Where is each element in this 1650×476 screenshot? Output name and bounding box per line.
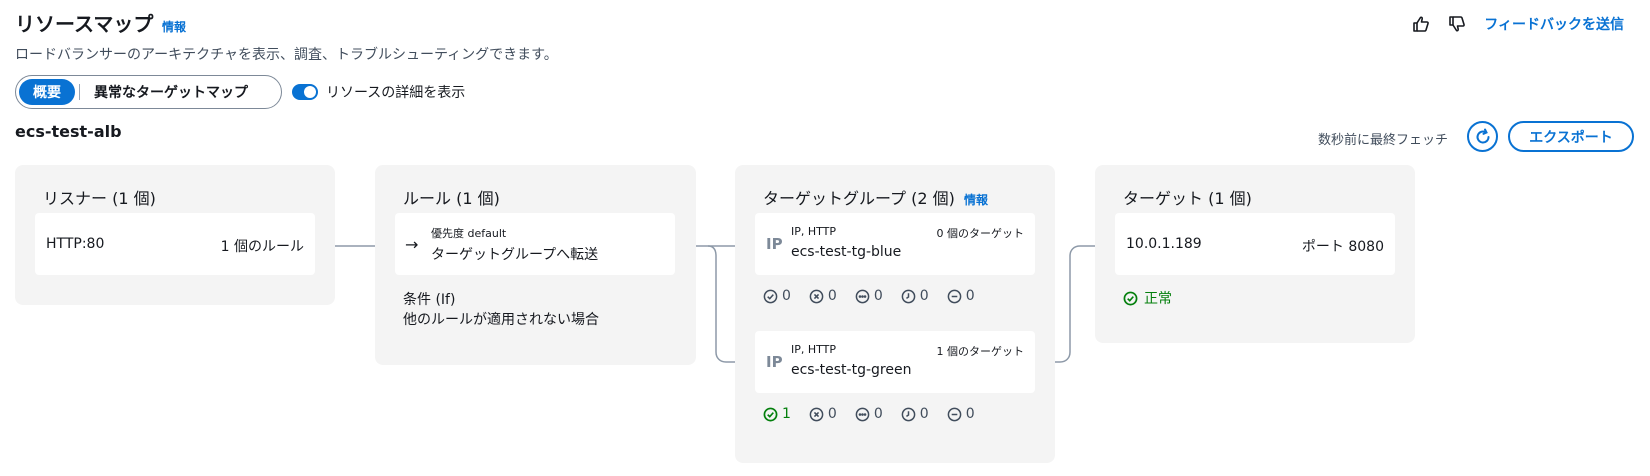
- other-count: 0: [855, 406, 883, 422]
- unhealthy-count: 0: [809, 406, 837, 422]
- refresh-icon: [1476, 128, 1489, 143]
- pending-count: 0: [901, 288, 929, 304]
- ip-icon: IP: [766, 353, 783, 371]
- unused-count: 0: [947, 406, 975, 422]
- check-circle-icon: [763, 407, 778, 421]
- clock-icon: [901, 289, 916, 303]
- target-group-health-counts-green: 1 0 0 0 0: [763, 406, 975, 422]
- load-balancer-name: ecs-test-alb: [15, 122, 122, 141]
- unhealthy-count-value: 0: [827, 406, 837, 422]
- refresh-button[interactable]: [1467, 121, 1498, 152]
- other-count: 0: [855, 288, 883, 304]
- ellipsis-circle-icon: [855, 289, 870, 303]
- unhealthy-count: 0: [809, 288, 837, 304]
- clock-icon: [901, 407, 916, 421]
- target-group-health-counts-blue: 0 0 0 0 0: [763, 288, 975, 304]
- rule-condition-label: 条件 (If): [403, 292, 456, 308]
- target-card[interactable]: 10.0.1.189 ポート 8080: [1115, 213, 1395, 275]
- segment-overview[interactable]: 概要: [19, 79, 75, 105]
- segment-divider: [79, 84, 80, 100]
- minus-circle-icon: [947, 407, 962, 421]
- rule-condition-text: 他のルールが適用されない場合: [403, 312, 599, 328]
- page-subtitle: ロードバランサーのアーキテクチャを表示、調査、トラブルシューティングできます。: [15, 47, 558, 63]
- pending-count-value: 0: [919, 288, 929, 304]
- ellipsis-circle-icon: [855, 407, 870, 421]
- target-group-name: ecs-test-tg-blue: [791, 244, 902, 260]
- thumbs-up-icon[interactable]: [1412, 15, 1430, 33]
- target-port: ポート 8080: [1301, 239, 1384, 255]
- show-details-toggle-group: リソースの詳細を表示: [292, 82, 465, 102]
- unhealthy-count-value: 0: [827, 288, 837, 304]
- minus-circle-icon: [947, 289, 962, 303]
- unused-count-value: 0: [965, 288, 975, 304]
- target-group-type: IP, HTTP: [791, 225, 837, 238]
- view-segmented-control: 概要 異常なターゲットマップ: [15, 75, 282, 109]
- target-status-text: 正常: [1144, 291, 1172, 307]
- show-details-toggle[interactable]: [292, 84, 318, 100]
- target-groups-title: ターゲットグループ (2 個) 情報: [763, 185, 988, 209]
- x-circle-icon: [809, 289, 824, 303]
- x-circle-icon: [809, 407, 824, 421]
- other-count-value: 0: [873, 288, 883, 304]
- pending-count: 0: [901, 406, 929, 422]
- target-group-target-count: 1 個のターゲット: [936, 345, 1025, 358]
- target-groups-info-link[interactable]: 情報: [963, 193, 988, 207]
- target-groups-panel: ターゲットグループ (2 個) 情報 IP IP, HTTP 0 個のターゲット…: [735, 165, 1055, 463]
- target-group-type: IP, HTTP: [791, 343, 837, 356]
- ip-icon: IP: [766, 235, 783, 253]
- healthy-count-value: 0: [782, 288, 791, 304]
- listener-name: HTTP:80: [46, 236, 105, 252]
- healthy-count: 0: [763, 288, 791, 304]
- export-button[interactable]: エクスポート: [1508, 121, 1634, 152]
- targets-panel: ターゲット (1 個) 10.0.1.189 ポート 8080 正常: [1095, 165, 1415, 343]
- feedback-bar: フィードバックを送信: [1412, 14, 1624, 34]
- target-group-target-count: 0 個のターゲット: [936, 227, 1025, 240]
- arrow-right-icon: →: [405, 235, 419, 254]
- unused-count-value: 0: [965, 406, 975, 422]
- target-group-name: ecs-test-tg-green: [791, 362, 912, 378]
- check-circle-icon: [763, 289, 778, 303]
- rule-priority: 優先度 default: [431, 227, 507, 240]
- target-ip: 10.0.1.189: [1126, 236, 1202, 252]
- rules-title: ルール (1 個): [403, 189, 500, 208]
- pending-count-value: 0: [919, 406, 929, 422]
- thumbs-down-icon[interactable]: [1448, 15, 1466, 33]
- other-count-value: 0: [873, 406, 883, 422]
- healthy-count: 1: [763, 406, 791, 422]
- unused-count: 0: [947, 288, 975, 304]
- segment-unhealthy-target-map[interactable]: 異常なターゲットマップ: [94, 85, 248, 101]
- rule-card[interactable]: → 優先度 default ターゲットグループへ転送: [395, 213, 675, 275]
- send-feedback-link[interactable]: フィードバックを送信: [1484, 17, 1624, 33]
- info-link[interactable]: 情報: [162, 20, 187, 34]
- last-fetched-text: 数秒前に最終フェッチ: [1318, 133, 1449, 148]
- listeners-title: リスナー (1 個): [43, 189, 156, 208]
- listener-card[interactable]: HTTP:80 1 個のルール: [35, 213, 315, 275]
- targets-title: ターゲット (1 個): [1123, 189, 1252, 208]
- page-title: リソースマップ: [15, 12, 154, 36]
- check-circle-icon: [1123, 291, 1138, 305]
- listener-rule-count: 1 個のルール: [220, 239, 304, 255]
- listeners-panel: リスナー (1 個) HTTP:80 1 個のルール: [15, 165, 335, 305]
- target-status: 正常: [1123, 288, 1172, 308]
- rules-panel: ルール (1 個) → 優先度 default ターゲットグループへ転送 条件 …: [375, 165, 696, 365]
- target-group-card-blue[interactable]: IP IP, HTTP 0 個のターゲット ecs-test-tg-blue: [755, 213, 1035, 275]
- target-group-card-green[interactable]: IP IP, HTTP 1 個のターゲット ecs-test-tg-green: [755, 331, 1035, 393]
- healthy-count-value: 1: [782, 406, 791, 422]
- target-groups-title-text: ターゲットグループ (2 個): [763, 189, 955, 208]
- rule-action: ターゲットグループへ転送: [431, 247, 599, 263]
- show-details-label: リソースの詳細を表示: [326, 85, 466, 101]
